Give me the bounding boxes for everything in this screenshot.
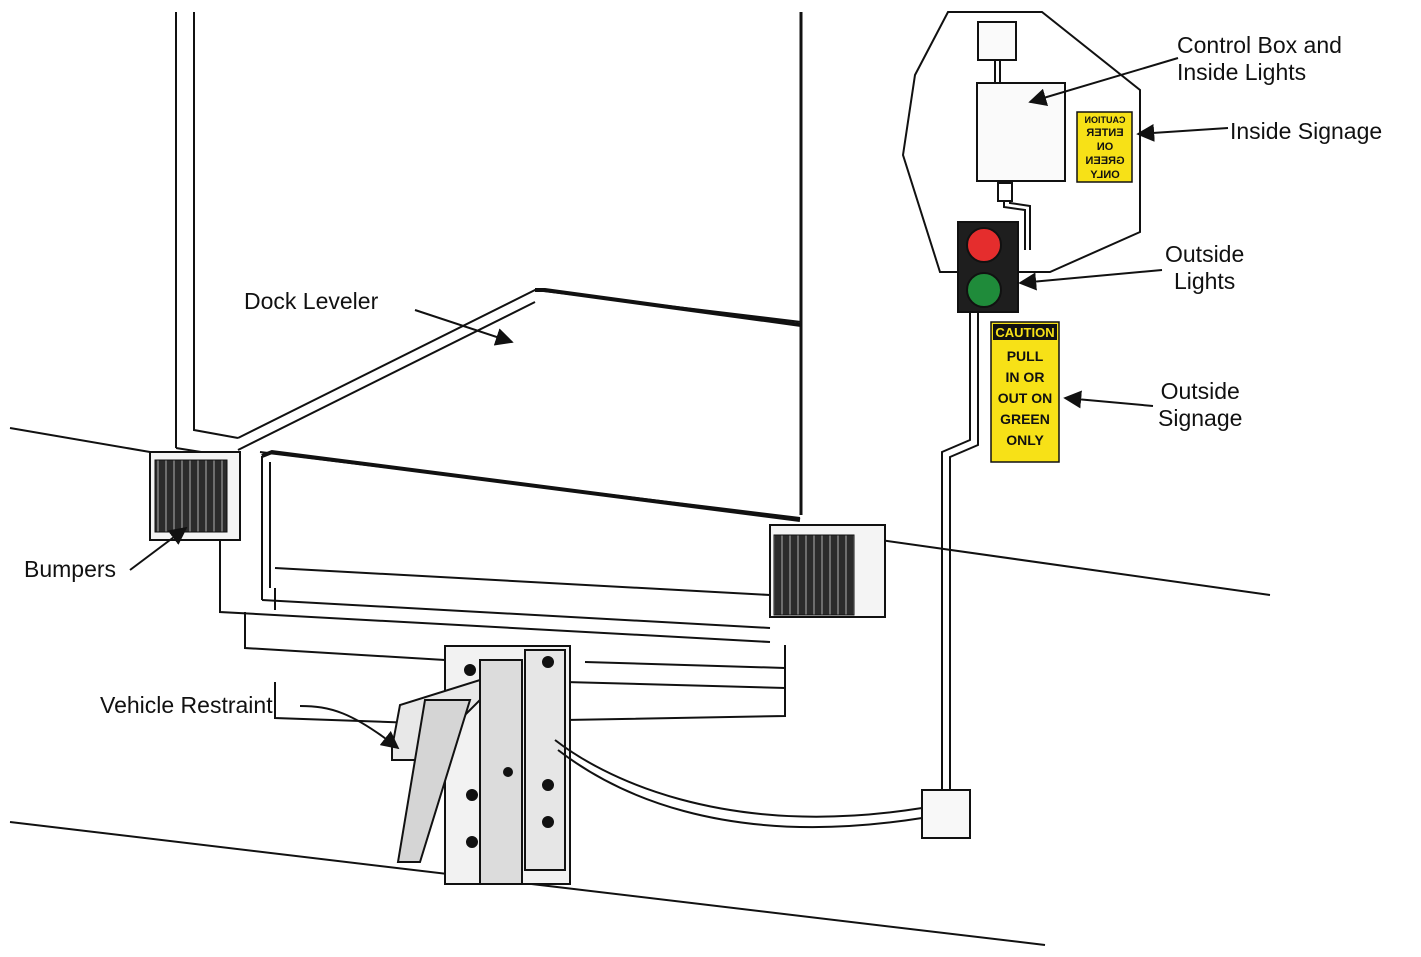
arrow-outside-lights <box>1018 269 1163 291</box>
inside-sign: CAUTION ENTER ON GREEN ONLY <box>1076 111 1133 183</box>
label-vehicle-restraint: Vehicle Restraint <box>100 692 273 718</box>
outside-sign-line-5: ONLY <box>1006 432 1044 448</box>
label-outside-lights-line-2: Lights <box>1173 268 1236 294</box>
arrow-dock-leveler <box>414 309 514 346</box>
outside-sign: CAUTION PULL IN OR OUT ON GREEN ONLY <box>990 321 1060 463</box>
arrow-outside-signage <box>1063 390 1154 409</box>
outside-sign-line-2: IN OR <box>1006 369 1045 385</box>
label-inside-signage: Inside Signage <box>1230 118 1383 144</box>
label-control-box-line-2: Inside Lights <box>1177 59 1307 85</box>
label-outside-signage: Outside Signage <box>1158 378 1242 432</box>
green-light <box>966 272 1002 308</box>
label-outside-lights-line-1: Outside <box>1165 241 1245 267</box>
inside-sign-line-3: GREEN <box>1085 155 1124 167</box>
outside-sign-line-3: OUT ON <box>998 390 1052 406</box>
inside-sign-line-4: ONLY <box>1090 169 1120 181</box>
label-outside-signage-line-2: Signage <box>1158 405 1243 431</box>
bumper-right <box>769 524 886 618</box>
leader-arrows <box>129 57 1229 750</box>
label-outside-signage-line-1: Outside <box>1160 378 1240 404</box>
label-control-box-line-1: Control Box and <box>1177 32 1342 58</box>
junction-box <box>921 789 971 839</box>
label-control-box: Control Box and Inside Lights <box>1177 32 1342 86</box>
outside-traffic-light <box>957 221 1019 313</box>
arrow-control-box <box>1028 57 1179 107</box>
light-pole <box>941 312 979 790</box>
outside-sign-header: CAUTION <box>995 325 1054 340</box>
outside-sign-line-1: PULL <box>1007 348 1044 364</box>
label-bumpers: Bumpers <box>24 556 117 582</box>
arrow-inside-signage <box>1136 123 1229 142</box>
label-outside-lights: Outside Lights <box>1165 241 1244 295</box>
control-box <box>976 21 1066 250</box>
dock-leveler <box>219 288 802 725</box>
vehicle-restraint <box>391 645 571 885</box>
inside-sign-line-2: ON <box>1097 141 1114 153</box>
bumper-left <box>149 451 241 541</box>
red-light <box>966 227 1002 263</box>
outside-sign-line-4: GREEN <box>1000 411 1050 427</box>
arrow-bumpers <box>129 526 188 571</box>
label-dock-leveler: Dock Leveler <box>244 288 379 314</box>
door-jamb <box>175 12 803 515</box>
inside-sign-line-1: ENTER <box>1086 127 1123 139</box>
arrow-vehicle-restraint <box>299 705 400 750</box>
cable <box>554 739 923 829</box>
inside-sign-header: CAUTION <box>1085 115 1126 125</box>
